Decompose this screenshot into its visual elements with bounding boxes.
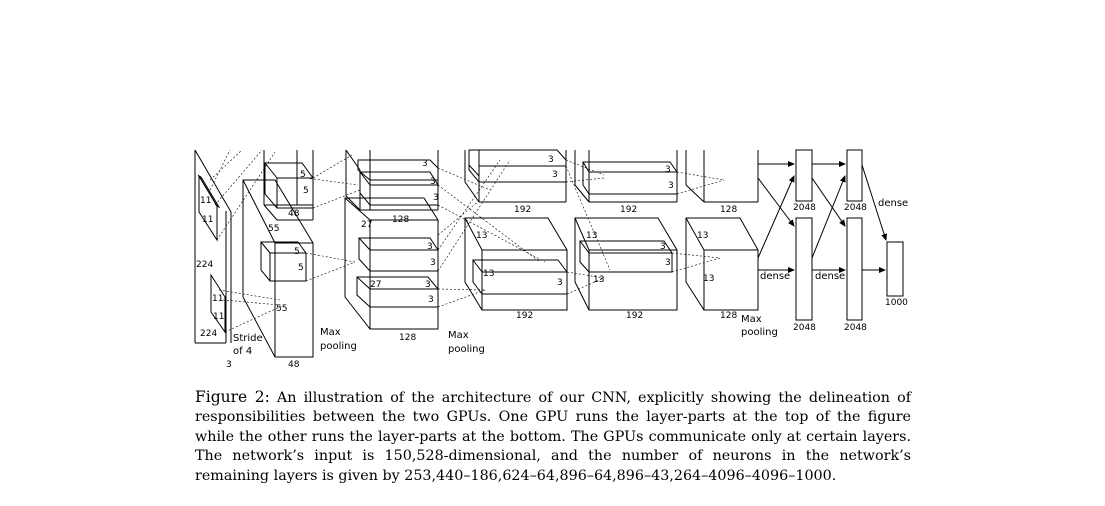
stride-label-2: of 4	[233, 346, 252, 357]
conv4-bottom-k1: 3	[660, 242, 666, 252]
conv4-bottom-size: 13	[593, 275, 604, 285]
fc6-bottom-bar	[795, 217, 813, 321]
conv2-top-k1: 3	[422, 159, 428, 169]
conv2-top-size: 27	[361, 220, 372, 230]
conv2-top-depth: 128	[392, 215, 409, 225]
input-channels: 3	[226, 360, 232, 370]
conv2-bottom-size: 27	[370, 280, 381, 290]
conv4-top-depth: 192	[620, 205, 637, 215]
conv1-top-kernel-b: 5	[303, 186, 309, 196]
conv3-top-depth: 192	[514, 205, 531, 215]
conv5-top-size: 13	[697, 231, 708, 241]
input-size-w: 224	[200, 329, 217, 339]
conv4-top-k2: 3	[668, 181, 674, 191]
dense-label-3: dense	[878, 198, 908, 209]
input-kernel-top-h: 11	[200, 196, 211, 206]
input-kernel-bottom-w: 11	[213, 312, 224, 322]
max-pooling-2-line1: Max	[448, 330, 469, 341]
conv1-bottom-kernel-b: 5	[298, 263, 304, 273]
fc7-bottom-label: 2048	[844, 323, 867, 333]
output-bar	[886, 241, 904, 297]
conv4-bottom-kernel	[579, 240, 673, 273]
conv1-bottom-size: 55	[276, 304, 287, 314]
max-pooling-2-line2: pooling	[448, 344, 485, 355]
input-kernel-bottom-h: 11	[212, 294, 223, 304]
figure-caption-label: Figure 2:	[195, 388, 270, 406]
fc6-top-bar	[795, 149, 813, 202]
dense-connections	[757, 161, 888, 273]
conv1-top-size: 55	[268, 224, 279, 234]
conv4-bottom-depth: 192	[626, 311, 643, 321]
conv1-top-kernel-a: 5	[300, 170, 306, 180]
dense-label-2: dense	[815, 271, 845, 282]
figure-caption: Figure 2: An illustration of the archite…	[195, 388, 911, 486]
conv3-bottom-size: 13	[483, 269, 494, 279]
output-label: 1000	[885, 298, 908, 308]
conv2-top-k3: 3	[433, 193, 439, 203]
dense-label-1: dense	[760, 271, 790, 282]
conv3-top-k1: 3	[548, 155, 554, 165]
conv2-bottom-k1: 3	[427, 242, 433, 252]
fc6-bottom-label: 2048	[793, 323, 816, 333]
fc7-bottom-bar	[846, 217, 863, 321]
cnn-architecture-diagram: 11 11 224 11 11 224 3 Stride of 4 5 5 48…	[194, 149, 908, 370]
input-size-h: 224	[196, 260, 213, 270]
max-pooling-1-line1: Max	[320, 327, 341, 338]
conv3-top-k2: 3	[552, 170, 558, 180]
conv5-top-depth: 128	[720, 205, 737, 215]
conv2-top-k2: 3	[430, 177, 436, 187]
conv5-top-volume	[685, 150, 759, 203]
figure-caption-text: An illustration of the architecture of o…	[195, 390, 911, 484]
conv1-bottom-kernel-a: 5	[294, 247, 300, 257]
max-pooling-3-line2: pooling	[741, 327, 778, 338]
conv4-top-size: 13	[586, 231, 597, 241]
conv4-bottom-k2: 3	[665, 258, 671, 268]
conv2-bottom-k4: 3	[428, 295, 434, 305]
conv1-bottom-depth: 48	[288, 360, 300, 370]
projection-lines	[209, 149, 725, 333]
stride-label-1: Stride	[233, 333, 263, 344]
conv1-bottom-volume	[242, 179, 314, 358]
fc6-top-label: 2048	[793, 203, 816, 213]
conv3-bottom-k1: 3	[557, 278, 563, 288]
conv1-top-depth: 48	[288, 209, 300, 219]
conv2-bottom-k3: 3	[425, 280, 431, 290]
input-volume	[194, 149, 232, 344]
max-pooling-3-line1: Max	[741, 314, 762, 325]
conv5-bottom-size: 13	[703, 274, 714, 284]
conv3-top-size: 13	[476, 231, 487, 241]
conv2-bottom-depth: 128	[399, 333, 416, 343]
conv4-bottom-volume	[574, 217, 678, 311]
conv4-top-k1: 3	[665, 165, 671, 175]
max-pooling-1-line2: pooling	[320, 341, 357, 352]
conv5-bottom-depth: 128	[720, 311, 737, 321]
conv2-bottom-k2: 3	[430, 258, 436, 268]
conv5-bottom-volume	[685, 217, 759, 311]
fc7-top-bar	[846, 149, 863, 202]
conv4-top-kernel	[582, 161, 678, 195]
input-kernel-top-w: 11	[202, 215, 213, 225]
conv3-bottom-depth: 192	[516, 311, 533, 321]
fc7-top-label: 2048	[844, 203, 867, 213]
conv2-bottom-kernel-1	[358, 237, 439, 272]
